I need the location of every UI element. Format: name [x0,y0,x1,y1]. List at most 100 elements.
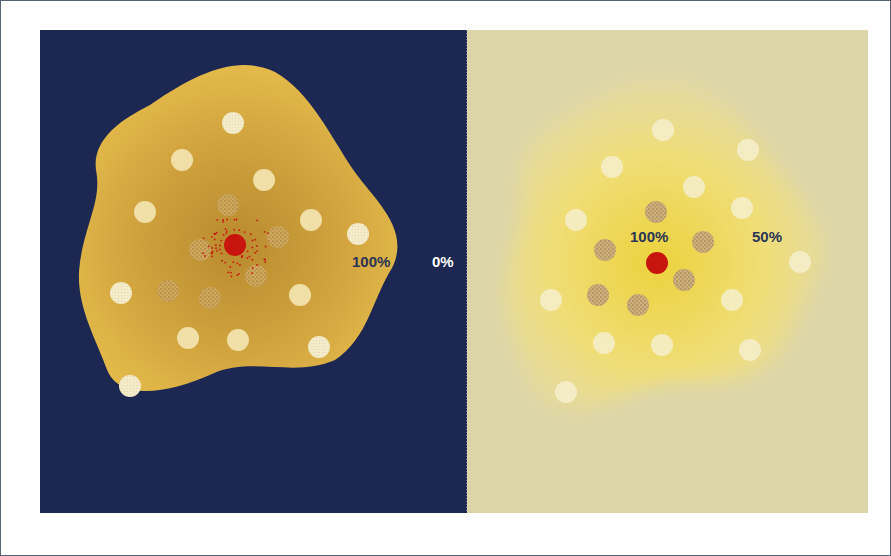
cell-dot [171,149,193,171]
cell-dot [252,267,254,269]
cell-dot [238,229,240,231]
cell-dot [731,197,753,219]
cell-dot [236,219,238,221]
cell-dot [237,274,239,276]
cell-dot [215,247,217,249]
cell-dot [233,229,235,231]
cell-dot [289,284,311,306]
cell-dot [208,246,210,248]
cell-dot [204,255,206,257]
cell-dot [250,233,252,235]
cell-dot [134,201,156,223]
cell-dot [264,258,266,260]
cell-dot [223,234,225,236]
cell-dot [221,260,223,262]
cell-dot [216,219,218,221]
cell-dot [251,272,253,274]
cell-dot [593,332,615,354]
cell-dot [227,272,229,274]
cell-dot [245,265,267,287]
cell-dot [211,256,213,258]
cell-dot [244,231,246,233]
cell-dot [256,264,258,266]
cell-dot [227,329,249,351]
cell-dot [199,287,221,309]
cell-dot [221,253,223,255]
cell-dot [264,261,266,263]
cell-dot [189,239,211,261]
cell-dot [739,339,761,361]
cell-dot [213,233,215,235]
cell-dot [721,289,743,311]
cell-dot [308,336,330,358]
cell-dot [247,257,249,259]
cell-dot [737,139,759,161]
percent-label: 50% [752,228,782,246]
cell-dot [211,247,213,249]
cell-dot [202,252,204,254]
cell-dot [222,219,224,221]
cell-dot [251,259,253,261]
cell-dot [587,284,609,306]
cell-dot [254,252,256,254]
cell-dot [265,246,267,248]
cell-dot [249,256,251,258]
cell-dot [232,261,234,263]
cell-dot [177,327,199,349]
cell-dot [230,276,232,278]
cell-dot [211,236,213,238]
cell-dot [211,252,213,254]
cell-dot [217,194,239,216]
cell-dot [264,231,266,233]
cell-dot [540,289,562,311]
cell-dot [212,251,214,253]
cell-dot [230,266,232,268]
cell-dot [219,249,221,251]
cell-dot [216,232,218,234]
cell-dot [239,264,241,266]
cell-dot [241,255,243,257]
cell-dot [222,221,224,223]
cell-dot [789,251,811,273]
cell-dot [652,119,674,141]
cell-dot [683,176,705,198]
cell-dot [238,273,240,275]
cell-dot [110,282,132,304]
cell-dot [601,156,623,178]
cell-dot [300,209,322,231]
cell-dot [256,219,258,221]
cell-dot [651,334,673,356]
cell-dot [226,232,228,234]
cell-dot [119,375,141,397]
cell-dot [264,259,266,261]
cell-dot [565,209,587,231]
cell-dot [267,226,289,248]
cell-dot [234,219,236,221]
cell-dot [230,272,232,274]
cell-dot [251,247,253,249]
cell-dot [627,294,649,316]
cell-dot [253,169,275,191]
cell-dot [692,231,714,253]
percent-label: 100% [630,228,668,246]
cell-dot [555,381,577,403]
cell-dot [237,262,239,264]
cell-dot [254,239,256,241]
cell-dot [226,219,228,221]
percent-label: 100% [352,253,390,271]
cell-dot [216,250,218,252]
cell-dot [214,233,216,235]
cell-dot [203,237,205,239]
cell-dot [220,240,222,242]
cell-dot [594,239,616,261]
cell-dot [252,240,254,242]
cell-dot [219,245,221,247]
cell-dot [157,280,179,302]
cell-dot [226,230,228,232]
cell-dot [247,251,249,253]
cell-dot [267,232,269,234]
cell-dot [241,256,243,258]
cell-dot [222,112,244,134]
cell-dot [673,269,695,291]
